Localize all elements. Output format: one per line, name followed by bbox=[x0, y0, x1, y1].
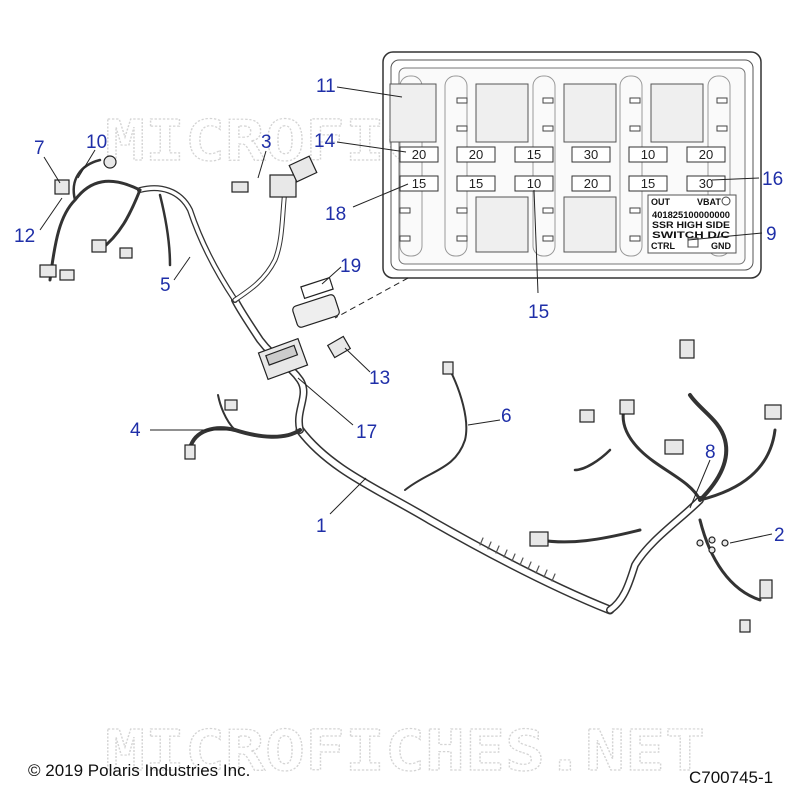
figure-code: C700745-1 bbox=[689, 768, 774, 787]
relay-bottom-2 bbox=[563, 196, 617, 253]
label-line1: SSR HIGH SIDE bbox=[652, 220, 730, 230]
callout-15: 15 bbox=[528, 302, 549, 323]
callout-3: 3 bbox=[261, 132, 272, 153]
leader-lines bbox=[39, 86, 773, 544]
callout-13: 13 bbox=[369, 368, 390, 389]
relay-top-1 bbox=[389, 83, 437, 143]
fuse-r2-1: 15 bbox=[412, 176, 426, 191]
label-ctrl: CTRL bbox=[651, 241, 675, 251]
callout-18: 18 bbox=[325, 204, 346, 225]
callout-14: 14 bbox=[314, 131, 336, 152]
callout-16: 16 bbox=[762, 169, 783, 190]
callout-9: 9 bbox=[766, 224, 777, 245]
relay-module bbox=[292, 294, 340, 328]
callout-12: 12 bbox=[14, 226, 35, 247]
copyright-text: © 2019 Polaris Industries Inc. bbox=[28, 761, 251, 780]
fuse-r2-5: 15 bbox=[641, 176, 655, 191]
fuse-row-1: 20 20 15 30 10 20 bbox=[399, 146, 726, 163]
fuse-box: 20 20 15 30 10 20 15 15 10 20 15 30 bbox=[382, 51, 762, 279]
callout-11: 11 bbox=[316, 76, 336, 97]
fuse-r2-2: 15 bbox=[469, 176, 483, 191]
fuse-r1-5: 10 bbox=[641, 147, 655, 162]
callout-10: 10 bbox=[86, 132, 107, 153]
fuse-r1-4: 30 bbox=[584, 147, 598, 162]
callout-2: 2 bbox=[774, 525, 785, 546]
relay-top-2 bbox=[475, 83, 529, 143]
callout-8: 8 bbox=[705, 442, 716, 463]
fuse-r2-4: 20 bbox=[584, 176, 598, 191]
callout-6: 6 bbox=[501, 406, 512, 427]
callouts: 11 14 18 15 16 9 19 3 7 10 12 5 4 13 17 … bbox=[14, 76, 785, 546]
label-out: OUT bbox=[651, 197, 671, 207]
main-harness bbox=[48, 158, 777, 615]
label-vbat: VBAT bbox=[697, 197, 721, 207]
callout-1: 1 bbox=[316, 516, 327, 537]
relay-bottom-1 bbox=[475, 196, 529, 253]
callout-7: 7 bbox=[34, 138, 45, 159]
fuse-r2-6: 30 bbox=[699, 176, 713, 191]
ssr-relay-label: OUT VBAT 401825100000000 SSR HIGH SIDE S… bbox=[647, 194, 737, 254]
fuse-r1-1: 20 bbox=[412, 147, 426, 162]
callout-4: 4 bbox=[130, 420, 141, 441]
relay-top-3 bbox=[563, 83, 617, 143]
label-part-number: 401825100000000 bbox=[652, 210, 730, 220]
part-19-label bbox=[300, 276, 334, 300]
fuse-r2-3: 10 bbox=[527, 176, 541, 191]
fuse-r1-3: 15 bbox=[527, 147, 541, 162]
label-gnd: GND bbox=[711, 241, 732, 251]
callout-19: 19 bbox=[340, 256, 361, 277]
label-line2: SWITCH D/C bbox=[652, 230, 731, 240]
fuse-r1-2: 20 bbox=[469, 147, 483, 162]
relay-top-4 bbox=[650, 83, 704, 143]
fuse-r1-6: 20 bbox=[699, 147, 713, 162]
callout-17: 17 bbox=[356, 422, 377, 443]
watermark-bottom: MICROFICHES.NET bbox=[105, 719, 705, 784]
callout-5: 5 bbox=[160, 275, 171, 296]
connectors bbox=[39, 155, 782, 633]
projection-line bbox=[334, 277, 409, 319]
fuse-row-2: 15 15 10 20 15 30 bbox=[399, 175, 726, 192]
